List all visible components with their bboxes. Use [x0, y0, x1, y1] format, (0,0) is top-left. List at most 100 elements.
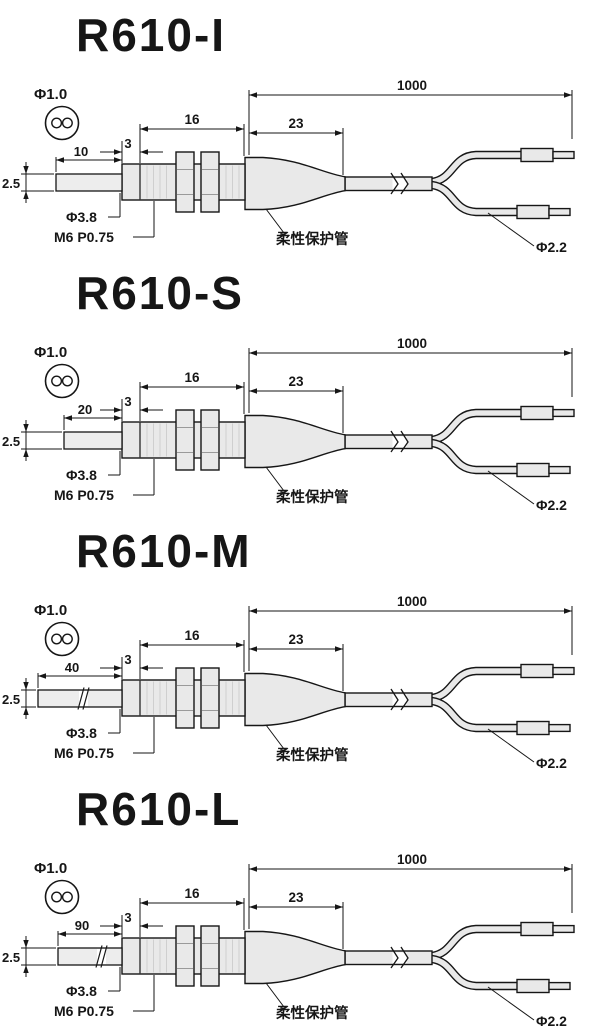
lower-fiber-tip: [548, 723, 571, 733]
leader-line: [265, 982, 285, 1008]
arrowhead: [23, 191, 29, 199]
cable-diameter-label: Φ2.2: [536, 239, 567, 255]
hex-nut-rear: [200, 925, 220, 987]
rod-break-mark: [100, 945, 108, 968]
model-title: R610-L: [76, 783, 241, 835]
lower-cable: [431, 698, 519, 731]
upper-cable: [431, 668, 523, 701]
dim-fiber-length: 1000: [397, 336, 427, 351]
hex-nut-front: [175, 151, 195, 213]
dim-thread-length: 16: [184, 112, 200, 127]
arrowhead: [249, 350, 257, 356]
arrowhead: [564, 608, 572, 614]
lower-ferrule: [516, 978, 550, 994]
upper-fiber-tip: [552, 408, 575, 418]
arrowhead: [140, 384, 148, 390]
tube-break-gap: [392, 952, 407, 964]
dim-fiber-length: 1000: [397, 852, 427, 867]
arrowhead: [564, 92, 572, 98]
fiber-tip-rod: [63, 431, 123, 450]
arrowhead: [23, 940, 29, 948]
thread-spec-label: M6 P0.75: [54, 745, 114, 761]
upper-cable: [431, 410, 523, 443]
cable-diameter-label: Φ2.2: [536, 755, 567, 771]
protective-tube-label: 柔性保护管: [276, 230, 349, 248]
protective-boot: [244, 930, 346, 985]
end-view-core-left: [51, 117, 63, 129]
flexible-tube: [344, 950, 433, 966]
flexible-tube: [344, 434, 433, 450]
arrowhead: [564, 350, 572, 356]
dim-fiber-length: 1000: [397, 78, 427, 93]
model-title: R610-I: [76, 9, 226, 61]
leader-line: [487, 986, 535, 1021]
dim-boot-length: 23: [288, 632, 304, 647]
thread-spec-label: M6 P0.75: [54, 229, 114, 245]
dim-offset: 3: [124, 652, 131, 667]
arrowhead: [564, 866, 572, 872]
tube-break-mark: [400, 688, 409, 711]
arrowhead: [335, 646, 343, 652]
thread-spec-label: M6 P0.75: [54, 487, 114, 503]
tube-break-gap: [392, 436, 407, 448]
arrowhead: [114, 665, 122, 671]
rod-break-gap: [97, 949, 106, 964]
end-view-core-right: [61, 117, 73, 129]
end-view-core-right: [61, 891, 73, 903]
arrowhead: [114, 923, 122, 929]
upper-ferrule: [520, 405, 554, 421]
hex-nut-front: [175, 925, 195, 987]
hex-nut-rear: [200, 151, 220, 213]
upper-ferrule: [520, 921, 554, 937]
arrowhead: [335, 388, 343, 394]
upper-cable: [431, 926, 523, 959]
arrowhead: [114, 931, 122, 937]
rod-diameter-label: Φ3.8: [66, 725, 97, 741]
leader-line: [265, 724, 285, 750]
tube-break-mark: [400, 172, 409, 195]
hex-nut-rear: [200, 409, 220, 471]
flexible-tube: [344, 692, 433, 708]
arrowhead: [249, 388, 257, 394]
model-title: R610-M: [76, 525, 252, 577]
protective-tube-label: 柔性保护管: [276, 488, 349, 506]
rod-break-mark: [95, 945, 103, 968]
end-view-core-right: [61, 375, 73, 387]
lower-ferrule: [516, 462, 550, 478]
hex-nut-front: [175, 409, 195, 471]
cable-diameter-label: Φ2.2: [536, 1013, 567, 1029]
dim-tip-length: 90: [75, 918, 89, 933]
upper-ferrule: [520, 147, 554, 163]
arrowhead: [249, 866, 257, 872]
protective-boot: [244, 672, 346, 727]
lower-ferrule: [516, 204, 550, 220]
protective-tube-label: 柔性保护管: [276, 746, 349, 764]
dim-tip-length: 40: [65, 660, 79, 675]
arrowhead: [114, 407, 122, 413]
arrowhead: [23, 682, 29, 690]
arrowhead: [114, 157, 122, 163]
arrowhead: [335, 130, 343, 136]
tube-break-mark: [400, 946, 409, 969]
lower-cable: [431, 956, 519, 989]
arrowhead: [38, 673, 46, 679]
arrowhead: [140, 149, 148, 155]
end-view-core-left: [51, 375, 63, 387]
dim-boot-length: 23: [288, 890, 304, 905]
fiber-tip-rod: [57, 947, 123, 966]
protective-boot: [244, 414, 346, 469]
dim-thread-length: 16: [184, 370, 200, 385]
tube-break-mark: [390, 430, 399, 453]
arrowhead: [140, 642, 148, 648]
leader-line: [487, 470, 535, 505]
arrowhead: [236, 642, 244, 648]
lower-ferrule: [516, 720, 550, 736]
end-view-core-right: [61, 633, 73, 645]
end-view-core-left: [51, 633, 63, 645]
upper-fiber-tip: [552, 150, 575, 160]
arrowhead: [249, 92, 257, 98]
